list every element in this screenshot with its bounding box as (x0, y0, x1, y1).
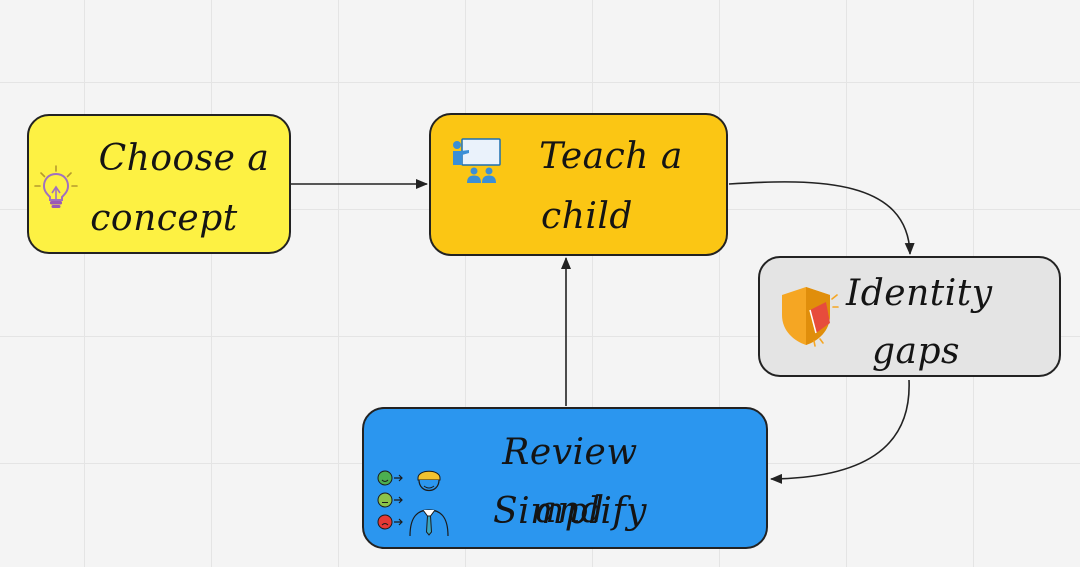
node-teach-label-line1: Teach a (539, 136, 683, 177)
feedback-person-icon (377, 470, 449, 537)
node-teach-child[interactable]: Teach a child (429, 113, 728, 256)
node-review-label-line1: Review and (502, 432, 638, 531)
node-choose-concept[interactable]: Choose a concept (27, 114, 291, 254)
node-review-label-line2: Simplify (492, 491, 648, 532)
teacher-presentation-icon (453, 138, 501, 183)
node-identify-gaps[interactable]: Identity gaps (758, 256, 1061, 377)
node-review-simplify[interactable]: Review and Simplify (362, 407, 768, 549)
shield-icon (782, 287, 839, 347)
edge-identify-to-review (770, 379, 910, 484)
node-teach-label-line2: child (541, 196, 633, 237)
node-choose-label-line2: concept (90, 198, 238, 239)
node-choose-label-line1: Choose a (98, 138, 270, 179)
lightbulb-icon (34, 165, 78, 208)
node-identify-label-line2: gaps (871, 331, 961, 372)
node-identify-label-line1: Identity (846, 273, 993, 314)
edge-teach-to-identify (728, 181, 915, 255)
